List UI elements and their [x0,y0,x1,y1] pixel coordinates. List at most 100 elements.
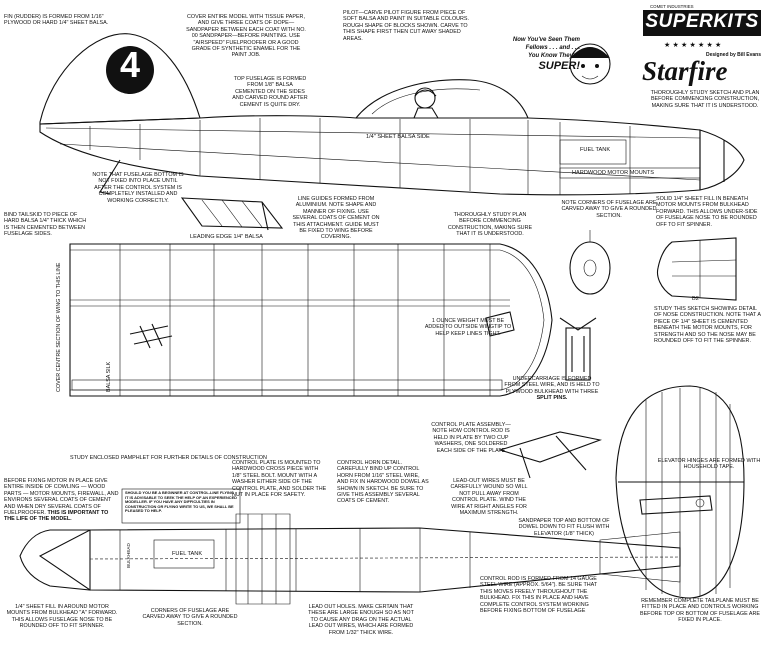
note-corners-top: NOTE CORNERS OF FUSELAGE ARE CARVED AWAY… [561,200,657,219]
note-sheet-fill-bottom: 1/4" SHEET FILL IN AROUND MOTOR MOUNTS F… [6,604,118,630]
nose-sketch [656,237,737,301]
note-corners-bottom: CORNERS OF FUSELAGE ARE CARVED AWAY TO G… [142,608,238,627]
line-guide-sketch [129,323,173,349]
wheel-outline [569,241,611,295]
label-fuel-tank: FUEL TANK [580,147,611,153]
note-lead-out-holes: LEAD OUT HOLES. MAKE CERTAIN THAT THESE … [308,604,414,636]
plan-bulkheads [119,528,471,592]
note-control-plate: CONTROL PLATE IS MOUNTED TO HARDWOOD CRO… [232,460,327,499]
note-undercarriage: UNDERCARRIAGE IS FORMED FROM STEEL WIRE,… [504,376,600,402]
plan-spinner [19,529,91,591]
tail-skid [99,159,121,195]
elevator-horn-sketch [639,495,713,515]
label-bulkhead: BULKHEAD [126,543,131,568]
note-tailplane: REMEMBER COMPLETE TAILPLANE MUST BE FITT… [639,598,761,624]
note-tailskid: BIND TAILSKID TO PIECE OF HARD BALSA 1/4… [4,212,87,238]
label-motor-mounts: HARDWOOD MOTOR MOUNTS [572,170,654,176]
plan-fuel-tank [153,539,215,569]
note-before-fixing: BEFORE FIXING MOTOR IN PLACE GIVE ENTIRE… [4,478,120,523]
note-top-fuselage: TOP FUSELAGE IS FORMED FROM 1/8" BALSA C… [232,76,308,108]
promo-line-2: Fellows . . . and . . . [525,45,580,51]
nose-sketch-outline [656,237,737,301]
canopy-glint [371,88,481,115]
wing-ribs [119,244,491,396]
face-outline [569,43,611,85]
upper-longeron [45,127,701,139]
label-balsa-silk: BALSA SILK [106,361,112,392]
pilot-helmet [414,89,437,97]
promo-line-4: SUPER! [538,60,580,72]
control-rod-line [89,556,681,560]
wheel-sketch [569,230,611,295]
note-lead-out: LEAD-OUT WIRES MUST BE CAREFULLY WOUND S… [450,478,528,517]
undercarriage-sketch [559,317,597,381]
designer-credit: Designed by Bill Evans [706,52,762,58]
note-line-guides: LINE GUIDES FORMED FROM ALUMINIUM. NOTE … [292,196,380,241]
note-nose-sketch: STUDY THIS SKETCH SHOWING DETAIL OF NOSE… [654,306,761,345]
fuel-tank-outline [559,139,627,165]
leading-edge-frame [180,197,284,229]
tailplane-grain [645,392,731,594]
brand-name: SUPERKITS [645,11,759,32]
note-horn-detail: CONTROL HORN DETAIL. CAREFULLY BIND UP C… [337,460,429,505]
svg-text:★ ★ ★ ★ ★ ★ ★: ★ ★ ★ ★ ★ ★ ★ [664,41,721,49]
promo-line-1: Now You've Seen Them [512,37,580,43]
note-elevator-hinges: ELEVATOR HINGES ARE FORMED WITH HOUSEHOL… [657,458,761,471]
lower-longeron [59,143,701,181]
note-wingtip-weight: 1 OUNCE WEIGHT MUST BE ADDED TO OUTSIDE … [424,318,512,337]
fuselage-plan-view [19,513,681,605]
horn-dowel [639,495,713,515]
note-pilot: PILOT—CARVE PILOT FIGURE FROM PIECE OF S… [343,10,470,42]
note-cover: COVER ENTIRE MODEL WITH TISSUE PAPER, AN… [186,14,306,59]
note-split-pins: SPLIT PINS. [536,395,568,402]
fuselage-uprights [89,118,631,195]
fuselage-side-view [39,33,745,196]
promo-block: Now You've Seen Them Fellows . . . and .… [500,36,580,72]
brand-banner-bg [643,10,761,36]
spinner [699,129,745,191]
race-number: 4 [119,44,141,85]
note-pamphlet: STUDY ENCLOSED PAMPHLET FOR FURTHER DETA… [70,455,267,461]
tailplane-outline [615,385,745,599]
note-study-plan: THOROUGHLY STUDY PLAN BEFORE COMMENCING … [447,212,533,238]
model-name: Starfire [642,56,728,86]
publisher-name: COMET INDUSTRIES [650,4,694,9]
note-before-fixing-bold: THIS IS IMPORTANT TO THE LIFE OF THE MOD… [4,510,109,523]
label-fuel-tank-bottom: FUEL TANK [172,551,203,557]
note-before-fixing-text: BEFORE FIXING MOTOR IN PLACE GIVE ENTIRE… [4,478,119,517]
label-leading-edge: LEADING EDGE 1/4" BALSA [190,234,263,240]
note-study-sketch: THOROUGHLY STUDY SKETCH AND PLAN BEFORE … [650,90,760,109]
notice-box-text: SHOULD YOU BE A BEGINNER AT CONTROL-LINE… [125,490,237,514]
bulkhead-plate [565,327,591,381]
plan-wing-section [235,513,291,605]
control-plate-assembly-sketch [498,431,603,479]
note-control-rod: CONTROL ROD IS FORMED FROM 14 GAUGE STEE… [480,576,598,615]
plan-tail-root [599,531,681,583]
race-number-circle [106,46,154,94]
note-sandpaper-dowel: SANDPAPER TOP AND BOTTOM OF DOWEL DOWN T… [518,518,610,537]
control-plate [485,311,515,337]
pilot-shoulders [413,107,439,119]
notice-box-border [121,488,241,524]
note-solid-fill: SOLID 1/4" SHEET FILL IN BENEATH MOTOR M… [656,196,758,228]
note-control-plate-assembly: CONTROL PLATE ASSEMBLY—NOTE HOW CONTROL … [431,422,511,454]
label-balsa-side: 1/4" SHEET BALSA SIDE [366,134,430,140]
bellcrank-sketch [498,431,603,463]
star-row: ★ ★ ★ ★ ★ ★ ★ [664,41,721,49]
label-cover-centre: COVER CENTRE SECTION OF WING TO THIS LIN… [56,262,62,392]
label-b2: B2 [692,296,699,302]
note-undercarriage-text: UNDERCARRIAGE IS FORMED FROM STEEL WIRE,… [504,376,600,395]
leading-edge-sketch [180,197,284,231]
face-helmet [570,47,610,58]
wing-plan [69,243,553,397]
promo-line-3: You Know They're [528,53,580,59]
trailing-edge [71,379,503,391]
leading-edge-line [70,249,545,391]
wing-outline [69,243,553,397]
note-fin: FIN (RUDDER) IS FORMED FROM 1/16" PLYWOO… [4,14,109,27]
canopy-outline [355,79,529,119]
promo-pilot-face [569,43,611,85]
note-fuselage-bottom: NOTE THAT FUSELAGE BOTTOM IS NOT FIXED I… [92,172,184,204]
